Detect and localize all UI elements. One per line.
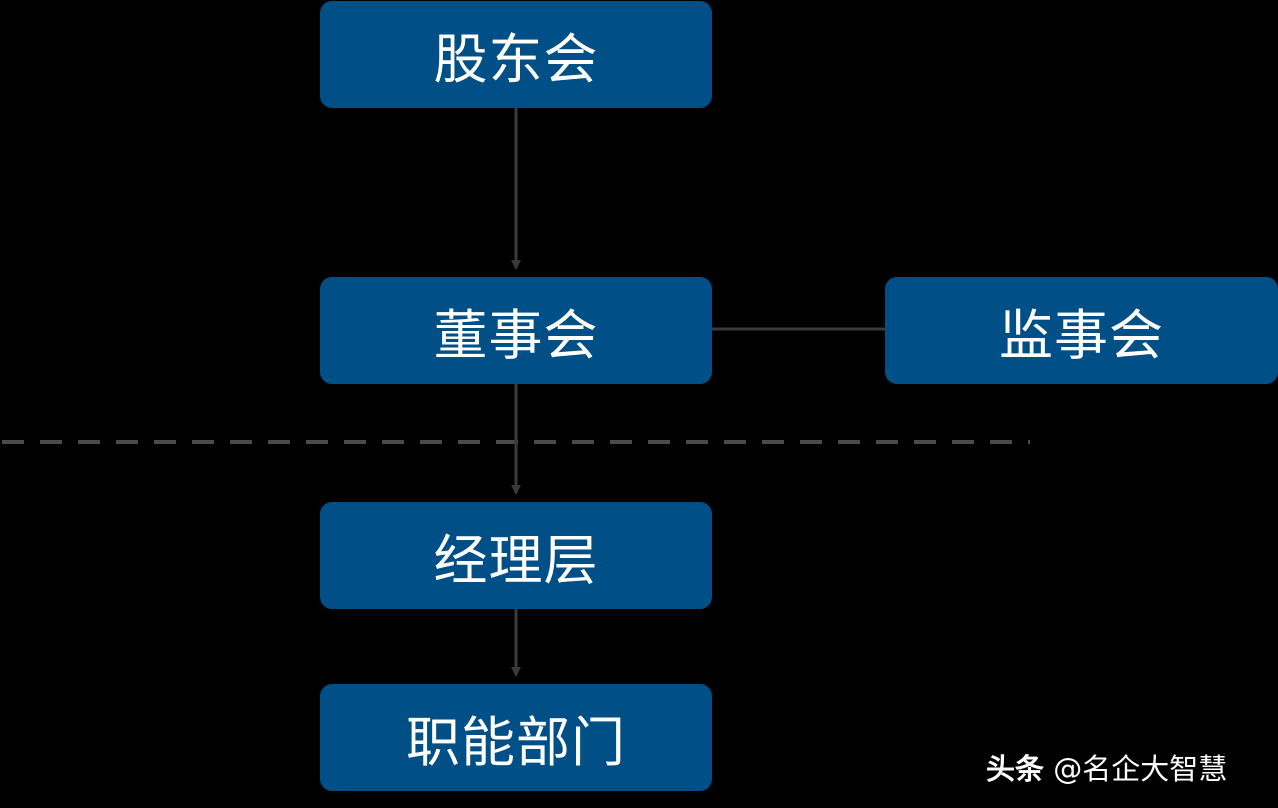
node-shareholders: 股东会 bbox=[320, 1, 712, 108]
node-label: 经理层 bbox=[433, 529, 599, 592]
watermark-brand: 头条 bbox=[986, 752, 1045, 786]
watermark: 头条 @名企大智慧 bbox=[986, 746, 1227, 788]
node-management: 经理层 bbox=[320, 502, 712, 609]
node-label: 监事会 bbox=[999, 304, 1164, 367]
node-label: 股东会 bbox=[433, 28, 599, 91]
node-label: 董事会 bbox=[433, 304, 599, 367]
watermark-handle: @名企大智慧 bbox=[1053, 752, 1228, 786]
node-board: 董事会 bbox=[320, 277, 712, 384]
node-supervisors: 监事会 bbox=[885, 277, 1278, 384]
node-label: 职能部门 bbox=[406, 711, 626, 774]
node-departments: 职能部门 bbox=[320, 684, 712, 791]
